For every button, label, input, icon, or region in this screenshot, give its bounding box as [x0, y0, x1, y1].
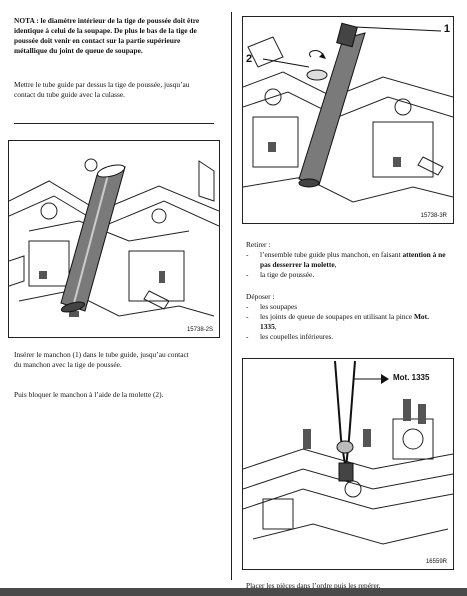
sleeve-knob-illustration — [243, 22, 453, 203]
instruction-paragraph-3: Puis bloquer le manchon à l’aide de la m… — [14, 390, 164, 399]
instruction-paragraph-2: Insérer le manchon (1) dans le tube guid… — [14, 350, 189, 369]
figure-guide-tube: 15738-2S — [8, 140, 220, 338]
figure-reference-1: 15738-2S — [186, 327, 213, 333]
instruction-paragraph-1: Mettre le tube guide par dessus la tige … — [14, 80, 190, 99]
deposer-section: Déposer : les soupapes les joints de que… — [246, 292, 446, 342]
callout-2: 2 — [246, 53, 253, 65]
engine-cylinder-head-illustration — [9, 158, 219, 317]
deposer-list: les soupapes les joints de queue de soup… — [246, 302, 446, 342]
list-item: les joints de queue de soupapes en utili… — [246, 312, 446, 332]
callout-1: 1 — [443, 23, 450, 35]
list-item: les soupapes — [246, 302, 446, 312]
note-text: NOTA : le diamètre intérieur de la tige … — [14, 16, 200, 55]
retirer-title: Retirer : — [246, 240, 271, 249]
column-divider — [231, 12, 232, 580]
retirer-list: l’ensemble tube guide plus manchon, en f… — [246, 250, 446, 280]
list-item: les coupelles inférieures. — [246, 332, 446, 342]
list-item: l’ensemble tube guide plus manchon, en f… — [246, 250, 446, 270]
deposer-title: Déposer : — [246, 292, 275, 301]
figure-sleeve-knob: 1 2 15738-3R — [242, 16, 454, 224]
figure-reference-2: 15738-3R — [420, 213, 447, 219]
left-rule-top — [14, 123, 214, 124]
figure-pliers: Mot. 1335 16559R — [242, 358, 454, 570]
tool-callout: Mot. 1335 — [393, 373, 430, 382]
pliers-illustration — [243, 360, 453, 545]
note-paragraph: NOTA : le diamètre intérieur de la tige … — [14, 16, 200, 56]
list-item: la tige de poussée. — [246, 270, 446, 280]
final-instruction: Placer les pièces dans l’ordre puis les … — [246, 581, 381, 590]
footer-bar — [0, 588, 467, 596]
retirer-section: Retirer : l’ensemble tube guide plus man… — [246, 240, 446, 280]
figure-reference-3: 16559R — [425, 559, 447, 565]
